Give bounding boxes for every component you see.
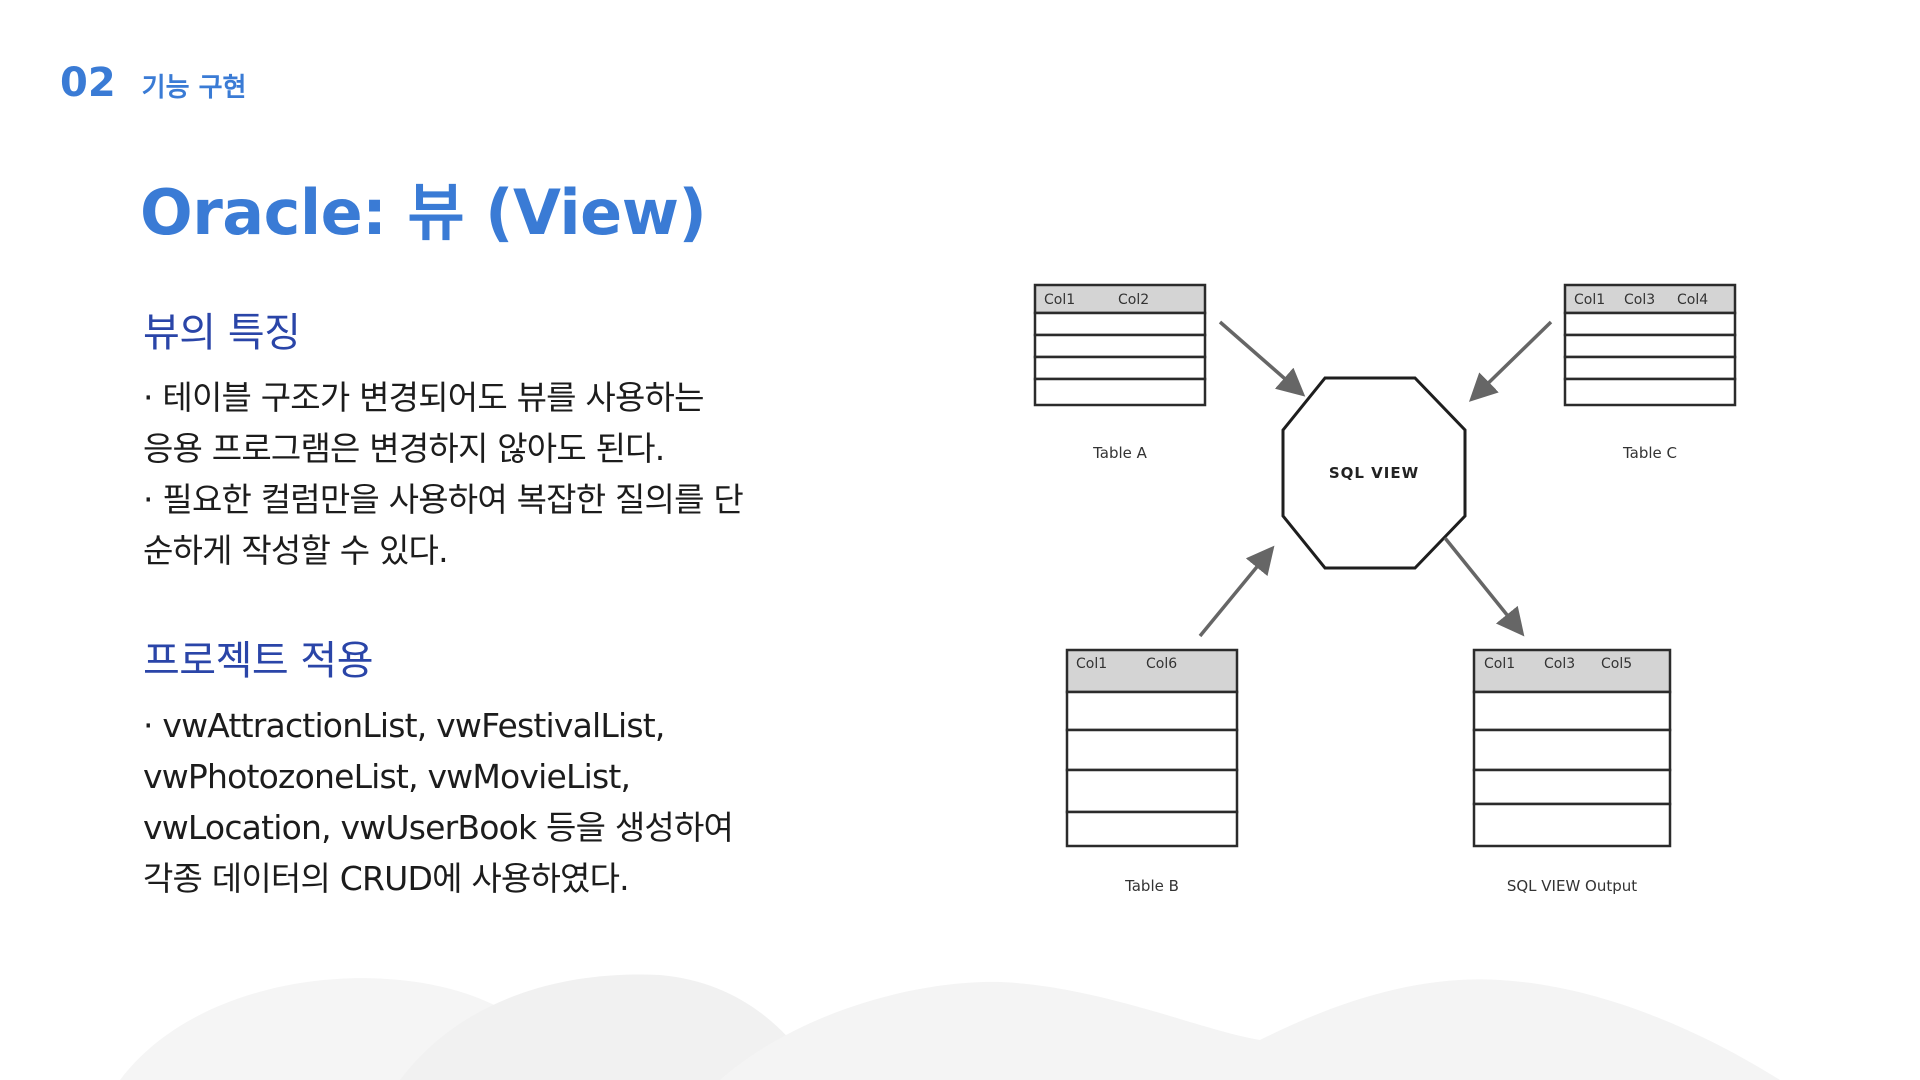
sql-view-diagram: Col1 Col2 Table A Col1 Col3 Col4 Table C… bbox=[1000, 260, 1800, 920]
table-a-row bbox=[1033, 333, 1207, 359]
table-a-col: Col1 bbox=[1044, 292, 1075, 308]
table-b-row bbox=[1065, 690, 1239, 732]
decorative-waves bbox=[120, 974, 1780, 1080]
project-section: 프로젝트 적용 · vwAttractionList, vwFestivalLi… bbox=[143, 628, 823, 904]
table-b-row bbox=[1065, 810, 1239, 848]
output-caption: SQL VIEW Output bbox=[1507, 877, 1637, 895]
octagon-shape bbox=[1281, 376, 1467, 570]
wave-shape bbox=[720, 979, 1780, 1080]
output-col: Col5 bbox=[1601, 656, 1632, 672]
diagram-canvas: Col1 Col2 Table A Col1 Col3 Col4 Table C… bbox=[1033, 283, 1737, 895]
section-label: 기능 구현 bbox=[141, 73, 247, 103]
table-b-header bbox=[1065, 648, 1239, 694]
features-line-2: 응용 프로그램은 변경하지 않아도 된다. bbox=[143, 429, 665, 468]
output-row bbox=[1472, 768, 1672, 806]
table-a: Col1 Col2 Table A bbox=[1033, 283, 1207, 462]
table-a-col: Col2 bbox=[1118, 292, 1149, 308]
arrow-table-c-to-view bbox=[1468, 320, 1553, 402]
features-heading: 뷰의 특징 bbox=[143, 310, 301, 356]
table-b-row bbox=[1065, 768, 1239, 814]
features-line-4: 순하게 작성할 수 있다. bbox=[143, 531, 449, 570]
output-row bbox=[1472, 802, 1672, 848]
table-b-caption: Table B bbox=[1124, 877, 1179, 895]
features-line-1: · 테이블 구조가 변경되어도 뷰를 사용하는 bbox=[143, 378, 704, 417]
table-c-row bbox=[1563, 333, 1737, 359]
section-number: 02 bbox=[60, 60, 116, 106]
output-row bbox=[1472, 728, 1672, 772]
section-header: 02 기능 구현 bbox=[60, 60, 246, 106]
table-b-col: Col1 bbox=[1076, 656, 1107, 672]
wave-shape bbox=[400, 974, 820, 1080]
features-line-3: · 필요한 컬럼만을 사용하여 복잡한 질의를 단 bbox=[143, 480, 744, 519]
table-c-caption: Table C bbox=[1622, 444, 1677, 462]
table-a-row bbox=[1033, 311, 1207, 337]
project-line-4: 각종 데이터의 CRUD에 사용하였다. bbox=[143, 859, 630, 898]
sql-view-label: SQL VIEW bbox=[1329, 464, 1419, 482]
table-c-col: Col4 bbox=[1677, 292, 1708, 308]
table-a-row bbox=[1033, 355, 1207, 381]
table-b-col: Col6 bbox=[1146, 656, 1177, 672]
table-c-row bbox=[1563, 377, 1737, 407]
output-row bbox=[1472, 690, 1672, 732]
table-c-col: Col3 bbox=[1624, 292, 1655, 308]
table-a-row bbox=[1033, 377, 1207, 407]
sql-view-node: SQL VIEW bbox=[1281, 376, 1467, 570]
arrow-table-b-to-view bbox=[1198, 545, 1275, 638]
project-heading: 프로젝트 적용 bbox=[143, 638, 374, 684]
table-a-caption: Table A bbox=[1092, 444, 1148, 462]
project-line-3: vwLocation, vwUserBook 등을 생성하여 bbox=[143, 808, 734, 847]
project-line-2: vwPhotozoneList, vwMovieList, bbox=[143, 757, 631, 796]
table-c-col: Col1 bbox=[1574, 292, 1605, 308]
project-line-1: · vwAttractionList, vwFestivalList, bbox=[143, 706, 665, 745]
table-c-row bbox=[1563, 355, 1737, 381]
table-b: Col1 Col6 Table B bbox=[1065, 648, 1239, 895]
table-b-row bbox=[1065, 728, 1239, 772]
page-title: Oracle: 뷰 (View) bbox=[140, 176, 707, 249]
table-c-row bbox=[1563, 311, 1737, 337]
sql-view-output-table: Col1 Col3 Col5 SQL VIEW Output bbox=[1472, 648, 1672, 895]
output-col: Col3 bbox=[1544, 656, 1575, 672]
arrow-view-to-output bbox=[1443, 536, 1525, 637]
output-col: Col1 bbox=[1484, 656, 1515, 672]
output-header bbox=[1472, 648, 1672, 694]
table-c: Col1 Col3 Col4 Table C bbox=[1563, 283, 1737, 462]
features-section: 뷰의 특징 · 테이블 구조가 변경되어도 뷰를 사용하는 응용 프로그램은 변… bbox=[143, 300, 823, 576]
arrow-table-a-to-view bbox=[1218, 320, 1306, 397]
